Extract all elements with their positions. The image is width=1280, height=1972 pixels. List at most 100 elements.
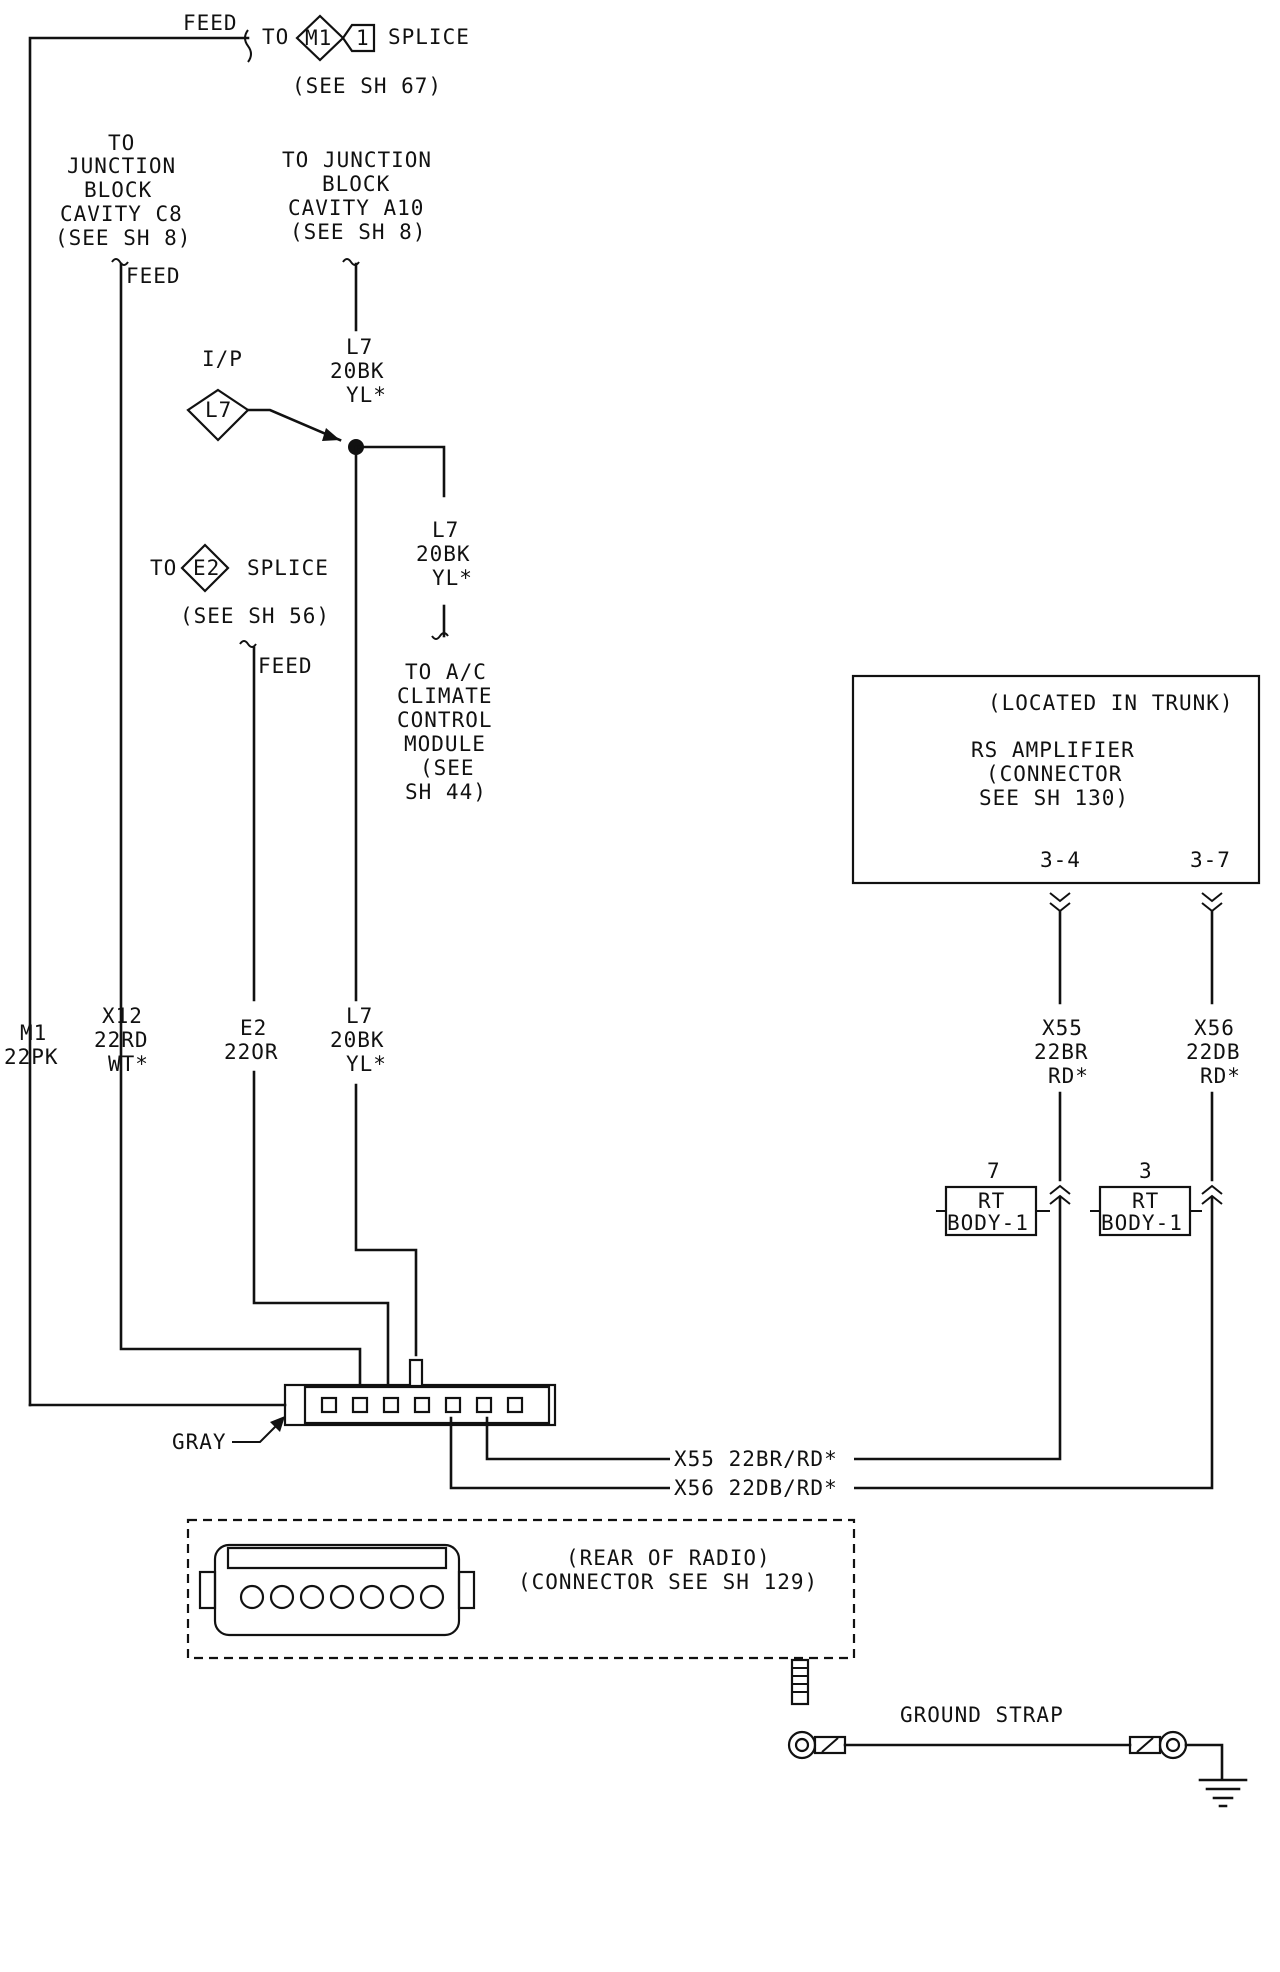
svg-text:(LOCATED IN TRUNK): (LOCATED IN TRUNK)	[988, 691, 1234, 715]
feed-label-e2: FEED	[258, 654, 313, 678]
svg-text:(SEE SH 8): (SEE SH 8)	[290, 220, 426, 244]
svg-text:YL*: YL*	[432, 566, 473, 590]
svg-text:RD*: RD*	[1200, 1064, 1241, 1088]
svg-text:L7: L7	[205, 398, 232, 422]
svg-text:(CONNECTOR: (CONNECTOR	[986, 762, 1122, 786]
gray-pointer-arrow	[270, 1416, 285, 1432]
rt-body-b-pin: 3	[1139, 1159, 1153, 1183]
jb-a10-label: TO JUNCTION BLOCK CAVITY A10 (SEE SH 8)	[282, 148, 432, 244]
e2-wire-label: E2 22OR	[224, 1016, 279, 1064]
see-sh67-text: (SEE SH 67)	[292, 74, 442, 98]
svg-text:CLIMATE: CLIMATE	[397, 684, 493, 708]
svg-text:BODY-1: BODY-1	[947, 1211, 1029, 1235]
x55-wire-label: X55 22BR RD*	[1034, 1016, 1089, 1088]
x56-inline-terminal	[1201, 1184, 1223, 1205]
svg-text:YL*: YL*	[346, 383, 387, 407]
x56-lower-wire	[449, 1196, 1214, 1490]
l7-branch-label: L7 20BK YL*	[416, 518, 473, 590]
x12-wire	[119, 262, 362, 1387]
svg-text:RD*: RD*	[1048, 1064, 1089, 1088]
ground-symbol-icon	[1198, 1778, 1248, 1808]
l7-lower-label: L7 20BK YL*	[330, 1004, 387, 1076]
rear-of-radio-box	[186, 1518, 856, 1660]
feed-break-c8	[111, 258, 129, 266]
svg-text:22DB: 22DB	[1186, 1040, 1241, 1064]
m1-badge-text: M1	[305, 26, 332, 50]
m1-pin-text: 1	[356, 26, 370, 50]
svg-text:20BK: 20BK	[330, 1028, 385, 1052]
x12-wire-label: X12 22RD WT*	[94, 1004, 149, 1076]
svg-text:CAVITY A10: CAVITY A10	[288, 196, 424, 220]
svg-text:RS AMPLIFIER: RS AMPLIFIER	[971, 738, 1135, 762]
ac-break	[431, 632, 449, 640]
svg-text:TO A/C: TO A/C	[405, 660, 487, 684]
l7-upper-label: L7 20BK YL*	[330, 335, 387, 407]
e2-splice-badge: E2	[180, 543, 230, 593]
svg-text:MODULE: MODULE	[404, 732, 486, 756]
svg-text:BODY-1: BODY-1	[1101, 1211, 1183, 1235]
svg-text:M1: M1	[20, 1021, 47, 1045]
rs-amplifier-box	[851, 674, 1261, 885]
to-e2-text: TO	[150, 556, 177, 580]
e2-splice-text: SPLICE	[247, 556, 329, 580]
gray-radio-connector	[283, 1358, 557, 1427]
l7-ip-badge: L7	[186, 388, 250, 442]
svg-text:CAVITY C8: CAVITY C8	[60, 202, 183, 226]
svg-text:TO: TO	[108, 131, 135, 155]
x55-run-label: X55 22BR/RD*	[674, 1447, 838, 1471]
svg-text:SH 44): SH 44)	[405, 780, 487, 804]
svg-text:X55: X55	[1042, 1016, 1083, 1040]
svg-text:WT*: WT*	[108, 1052, 149, 1076]
ip-to-junction-wire	[246, 408, 342, 442]
feed-break-e2	[239, 640, 257, 648]
svg-text:BLOCK: BLOCK	[322, 172, 390, 196]
feed-label-top: FEED	[183, 11, 238, 35]
see-sh56-text: (SEE SH 56)	[180, 604, 330, 628]
feed-label-c8: FEED	[126, 264, 181, 288]
gray-pointer	[232, 1419, 283, 1443]
amplifier-label: (LOCATED IN TRUNK) RS AMPLIFIER (CONNECT…	[971, 691, 1234, 810]
svg-text:TO JUNCTION: TO JUNCTION	[282, 148, 432, 172]
svg-text:E2: E2	[240, 1016, 267, 1040]
svg-text:20BK: 20BK	[330, 359, 385, 383]
m1-feed-wire	[28, 29, 252, 1407]
svg-text:RT: RT	[1132, 1189, 1159, 1213]
svg-text:L7: L7	[432, 518, 459, 542]
ground-strap-label: GROUND STRAP	[900, 1703, 1064, 1727]
ground-strap	[787, 1730, 1224, 1780]
x55-run-mask	[670, 1446, 854, 1472]
amp-pin-3-7: 3-7	[1190, 848, 1231, 872]
svg-text:22PK: 22PK	[4, 1045, 59, 1069]
amp-terminal-b	[1201, 892, 1223, 913]
svg-text:22OR: 22OR	[224, 1040, 279, 1064]
x56-run-label: X56 22DB/RD*	[674, 1476, 838, 1500]
to-m1-text: TO	[262, 25, 289, 49]
x56-run-mask	[670, 1475, 854, 1501]
svg-text:(SEE: (SEE	[420, 756, 475, 780]
svg-text:E2: E2	[193, 556, 220, 580]
rear-radio-connector	[198, 1543, 476, 1637]
svg-text:X12: X12	[102, 1004, 143, 1028]
ip-label: I/P	[202, 347, 243, 371]
svg-text:(CONNECTOR SEE SH 129): (CONNECTOR SEE SH 129)	[518, 1570, 818, 1594]
ac-module-label: TO A/C CLIMATE CONTROL MODULE (SEE SH 44…	[397, 660, 493, 804]
svg-text:22BR: 22BR	[1034, 1040, 1089, 1064]
e2-lower-wire	[252, 1070, 390, 1387]
rt-body-connector-b: RT BODY-1	[1090, 1185, 1202, 1237]
svg-text:YL*: YL*	[346, 1052, 387, 1076]
m1-wire-label: M1 22PK	[4, 1021, 59, 1069]
x55-lower-wire	[485, 1196, 1062, 1461]
svg-text:(REAR OF RADIO): (REAR OF RADIO)	[566, 1546, 771, 1570]
amp-pin-3-4: 3-4	[1040, 848, 1081, 872]
l7-branch-wire	[354, 445, 446, 498]
rear-of-radio-label: (REAR OF RADIO) (CONNECTOR SEE SH 129)	[518, 1546, 818, 1594]
amp-terminal-a	[1049, 892, 1071, 913]
svg-text:X56: X56	[1194, 1016, 1235, 1040]
m1-splice-text: SPLICE	[388, 25, 470, 49]
x56-wire-label: X56 22DB RD*	[1186, 1016, 1241, 1088]
svg-text:CONTROL: CONTROL	[397, 708, 493, 732]
svg-text:22RD: 22RD	[94, 1028, 149, 1052]
svg-text:JUNCTION: JUNCTION	[67, 154, 176, 178]
svg-text:20BK: 20BK	[416, 542, 471, 566]
